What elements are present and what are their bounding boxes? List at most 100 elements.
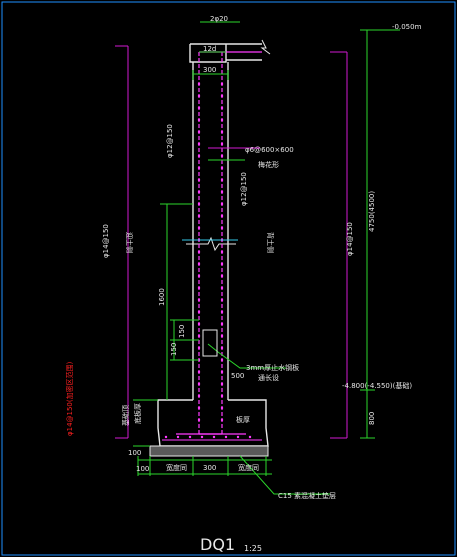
green-dims (133, 21, 400, 495)
magenta-leaders (115, 45, 348, 439)
label-12d: 12d (203, 45, 216, 53)
footing-rebar-dot (248, 435, 252, 439)
label-bedding: C15 素混凝土垫层 (278, 491, 336, 500)
wall-outline (157, 43, 269, 447)
rebar-dot (197, 250, 201, 254)
rebar-dot (220, 358, 224, 362)
rebar-dot (197, 94, 201, 98)
rebar-dot (220, 382, 224, 386)
rebar-dot (220, 310, 224, 314)
rebar-dot (197, 370, 201, 374)
rebar-dot (220, 394, 224, 398)
concrete-bedding (149, 445, 269, 457)
label-footing-right-mark: 板厚 (236, 415, 250, 424)
rebar-dot (220, 214, 224, 218)
rebar-dot (220, 154, 224, 158)
label-2phi20: 2φ20 (210, 15, 228, 23)
label-vert-bar-right: φ12@150 (240, 172, 248, 206)
label-150a: 150 (178, 325, 186, 338)
footing-rebar-dot (200, 435, 204, 439)
label-tie-note: 梅花形 (258, 160, 279, 169)
rebar-dot (197, 382, 201, 386)
rebar-dot (220, 178, 224, 182)
label-waterstop2: 通长设 (258, 373, 279, 382)
footing-rebar-dot (176, 435, 180, 439)
footing-rebar-dot (236, 435, 240, 439)
rebar-dot (197, 286, 201, 290)
label-face-outer: 迎土侧 (125, 232, 134, 253)
waterstop-plate (202, 329, 218, 357)
rebar-dot (220, 226, 224, 230)
footing-rebar-dot (188, 435, 192, 439)
rebar-dot (220, 142, 224, 146)
rebar-dot (197, 274, 201, 278)
rebar-dot (197, 310, 201, 314)
label-150b: 150 (170, 343, 178, 356)
label-base-mark: 基础顶 (121, 405, 130, 426)
label-base-height: 800 (368, 412, 376, 425)
label-face-inner: 背土侧 (266, 232, 275, 253)
rebar-dot (220, 286, 224, 290)
label-vert-bar-left: φ12@150 (166, 124, 174, 158)
rebar-dot (220, 322, 224, 326)
rebar-dot (220, 190, 224, 194)
label-500: 500 (231, 372, 244, 380)
label-footing-100-top: 100 (128, 449, 141, 457)
rebar-dot (220, 166, 224, 170)
rebar-dot (220, 130, 224, 134)
label-right-height: 4750(4500) (368, 191, 376, 232)
rebar-dot (197, 166, 201, 170)
rebar-dot (197, 142, 201, 146)
rebar-dot (220, 346, 224, 350)
footing-rebar-dot (224, 435, 228, 439)
rebar-dot (197, 190, 201, 194)
label-red-note: φ14@150(加密区范围) (65, 361, 74, 436)
rebar-dot (220, 250, 224, 254)
rebar-dot (197, 118, 201, 122)
rebar-dot (197, 322, 201, 326)
rebar-dot (220, 418, 224, 422)
rebar-dot (197, 418, 201, 422)
label-waterstop: 3mm厚止水钢板 (246, 363, 299, 372)
label-footing-100-left: 100 (136, 465, 149, 473)
rebar-dot (220, 274, 224, 278)
rebar-dot (197, 106, 201, 110)
footing-rebar-dot (164, 435, 168, 439)
label-footing-left-mark: 底板厚 (133, 403, 142, 424)
rebar-dot (197, 298, 201, 302)
rebar-dot (197, 178, 201, 182)
drawing-title: DQ1 (200, 535, 235, 554)
rebar-dot (197, 154, 201, 158)
rebar-dot (220, 298, 224, 302)
rebar-dot (220, 94, 224, 98)
rebar-dot (220, 370, 224, 374)
rebar-vertical (176, 51, 262, 435)
footing-rebar-dot (212, 435, 216, 439)
rebar-dot (220, 202, 224, 206)
rebar-dot (220, 262, 224, 266)
drawing-scale: 1:25 (244, 544, 262, 553)
label-lap-1600: 1600 (158, 288, 166, 306)
label-footing-right: 宽度同 (238, 463, 259, 472)
rebar-dot (220, 106, 224, 110)
rebar-dot (197, 82, 201, 86)
label-footing-left: 宽度同 (166, 463, 187, 472)
label-bottom-elevation: -4.800(-4.550)(基础) (342, 381, 412, 390)
rebar-dot (197, 346, 201, 350)
rebar-dot (197, 406, 201, 410)
rebar-dot (197, 334, 201, 338)
rebar-dot (220, 118, 224, 122)
label-right-horiz-bar: φ14@150 (346, 222, 354, 256)
rebar-dots (164, 82, 252, 439)
rebar-dot (197, 214, 201, 218)
label-top-elevation: -0.050m (392, 23, 422, 31)
rebar-dot (220, 406, 224, 410)
rebar-dot (197, 226, 201, 230)
rebar-dot (197, 262, 201, 266)
rebar-dot (220, 334, 224, 338)
rebar-dot (197, 394, 201, 398)
rebar-dot (197, 202, 201, 206)
top-break-mark (260, 39, 271, 55)
